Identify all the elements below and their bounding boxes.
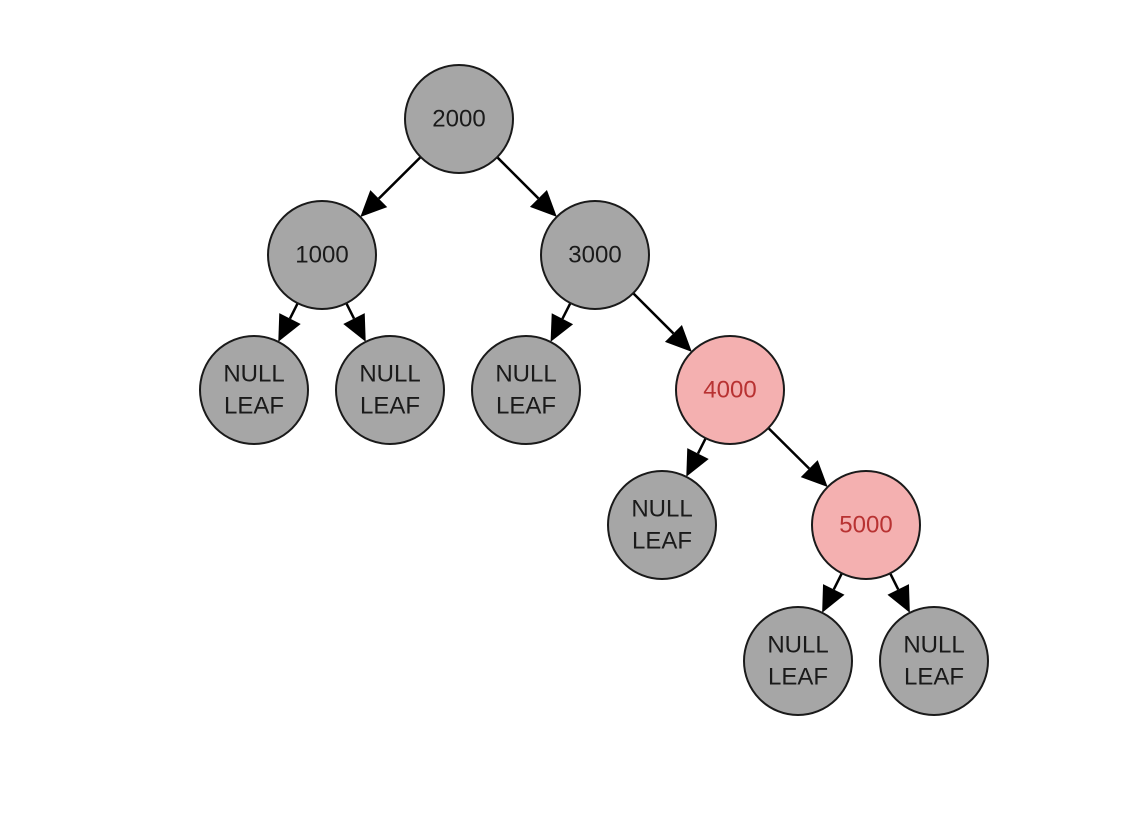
- black-node-circle: [743, 606, 853, 716]
- arrowhead-icon: [360, 190, 388, 217]
- black-node-circle: [267, 200, 377, 310]
- edges-layer: [278, 156, 910, 613]
- arrowhead-icon: [664, 324, 692, 352]
- node-label: NULL: [495, 361, 556, 388]
- edge-n2000-n1000: [360, 156, 422, 217]
- black-node-circle: [335, 335, 445, 445]
- arrowhead-icon: [529, 189, 557, 217]
- edge-line: [288, 302, 299, 320]
- red-node-circle: [675, 335, 785, 445]
- node-label: NULL: [631, 496, 692, 523]
- arrowhead-icon: [278, 313, 301, 342]
- black-node-circle: [540, 200, 650, 310]
- edge-n1000-nl2: [343, 302, 366, 342]
- node-label: LEAF: [632, 528, 692, 555]
- edge-n5000-nl6: [887, 572, 910, 613]
- node-label: NULL: [767, 632, 828, 659]
- tree-node-nl1: NULL LEAF: [199, 335, 309, 445]
- arrowhead-icon: [686, 448, 709, 477]
- tree-node-n1000: 1000: [267, 200, 377, 310]
- edge-n4000-n5000: [767, 427, 828, 487]
- node-label: LEAF: [768, 664, 828, 691]
- node-label: LEAF: [360, 393, 420, 420]
- edge-n5000-nl5: [822, 572, 845, 613]
- arrowhead-icon: [887, 584, 910, 613]
- node-label: NULL: [903, 632, 964, 659]
- red-node-circle: [811, 470, 921, 580]
- edge-line: [767, 427, 811, 470]
- node-label: 5000: [839, 512, 892, 539]
- edge-n1000-nl1: [278, 302, 301, 342]
- tree-node-nl2: NULL LEAF: [335, 335, 445, 445]
- node-label: 2000: [432, 106, 485, 133]
- black-node-circle: [607, 470, 717, 580]
- tree-node-nl6: NULL LEAF: [879, 606, 989, 716]
- node-label: NULL: [223, 361, 284, 388]
- node-label: 3000: [568, 242, 621, 269]
- tree-node-nl4: NULL LEAF: [607, 470, 717, 580]
- tree-node-n5000: 5000: [811, 470, 921, 580]
- arrowhead-icon: [822, 584, 845, 613]
- edge-line: [561, 302, 572, 320]
- node-label: LEAF: [904, 664, 964, 691]
- node-label: 1000: [295, 242, 348, 269]
- black-node-circle: [404, 64, 514, 174]
- arrowhead-icon: [550, 313, 574, 342]
- node-label: NULL: [359, 361, 420, 388]
- edge-n3000-nl3: [550, 302, 574, 342]
- tree-node-nl5: NULL LEAF: [743, 606, 853, 716]
- black-node-circle: [879, 606, 989, 716]
- edge-n4000-nl4: [686, 437, 709, 477]
- arrowhead-icon: [343, 313, 366, 342]
- edge-line: [377, 156, 422, 200]
- arrowhead-icon: [800, 460, 828, 487]
- tree-node-n3000: 3000: [540, 200, 650, 310]
- tree-node-nl3: NULL LEAF: [471, 335, 581, 445]
- edge-line: [832, 572, 843, 591]
- edge-n3000-n4000: [632, 292, 692, 352]
- node-label: 4000: [703, 377, 756, 404]
- tree-node-n4000: 4000: [675, 335, 785, 445]
- edge-line: [496, 156, 540, 200]
- edge-line: [632, 292, 675, 335]
- node-label: LEAF: [224, 393, 284, 420]
- edge-line: [696, 437, 707, 455]
- edge-line: [889, 572, 900, 591]
- node-label: LEAF: [496, 393, 556, 420]
- edge-n2000-n3000: [496, 156, 557, 217]
- black-node-circle: [199, 335, 309, 445]
- tree-node-n2000: 2000: [404, 64, 514, 174]
- black-node-circle: [471, 335, 581, 445]
- edge-line: [345, 302, 356, 320]
